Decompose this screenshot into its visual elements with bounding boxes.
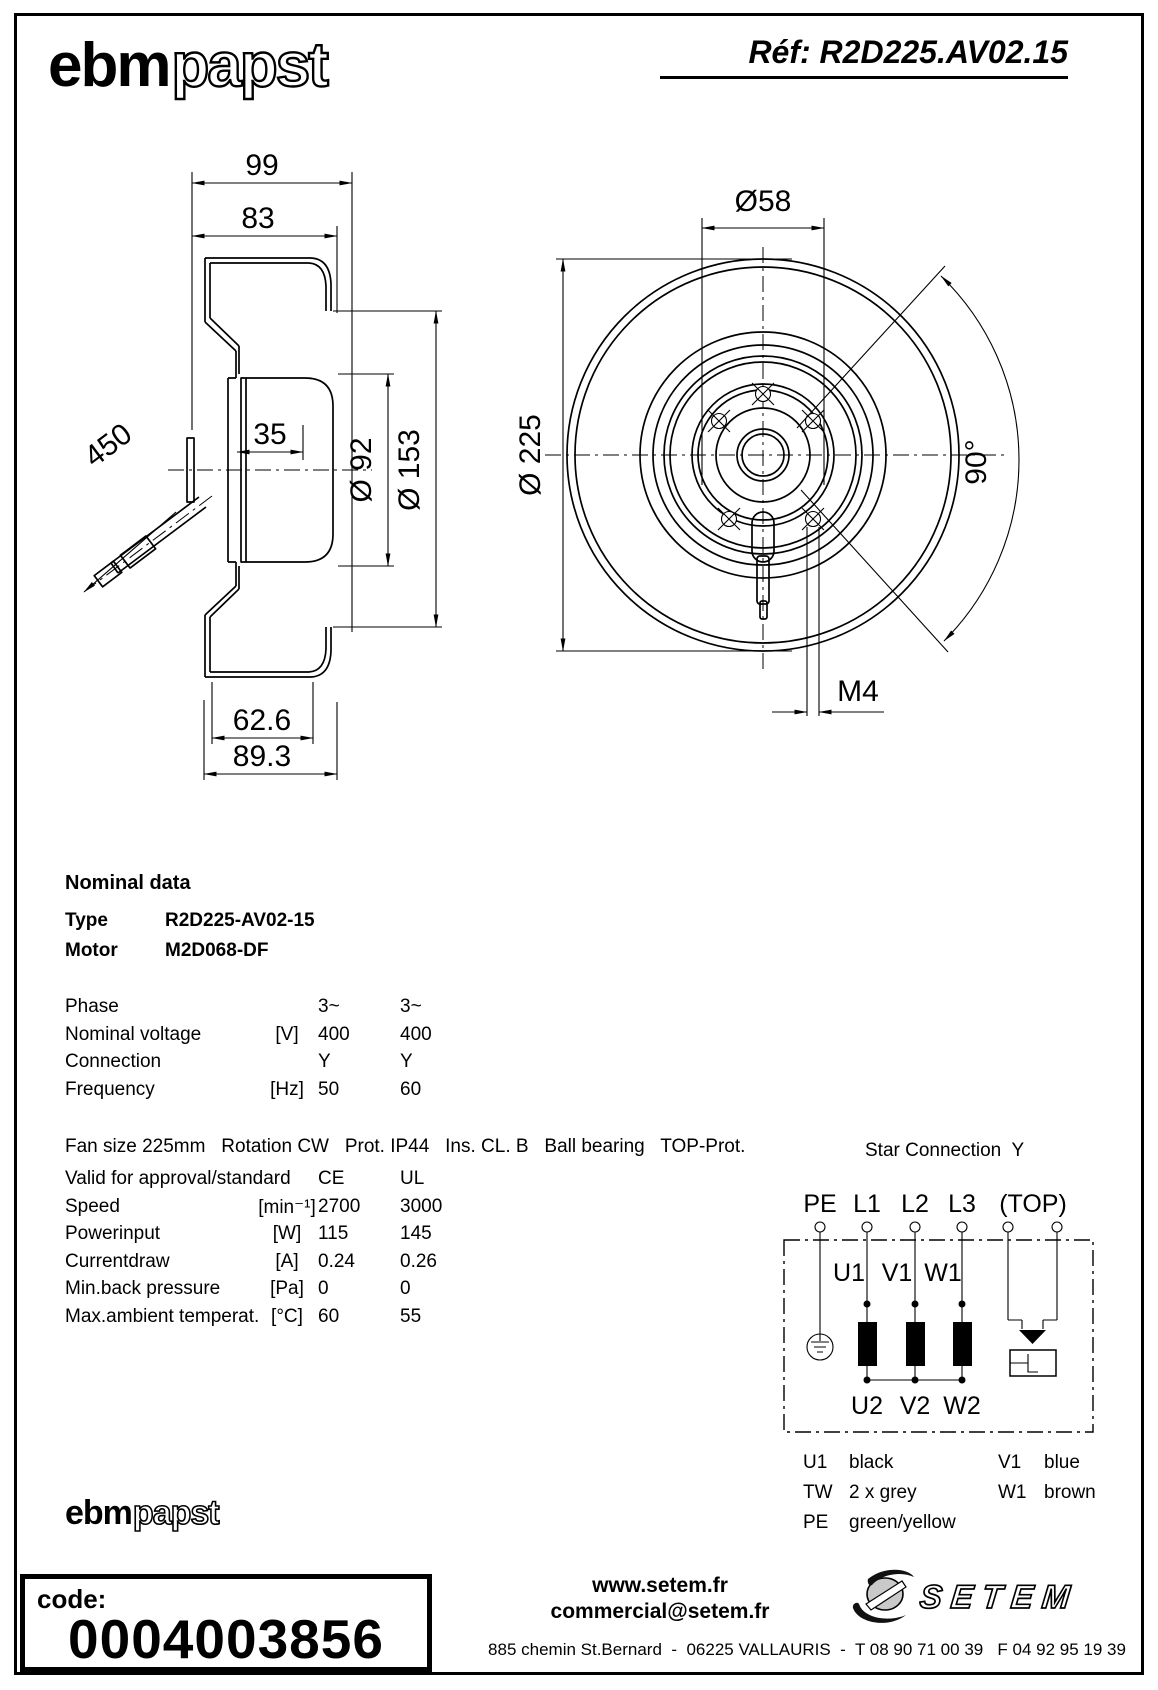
coil-label-w2: W2 [943,1392,981,1420]
type-label: Type [65,910,108,931]
terminal-l1: L1 [853,1190,881,1218]
ebmpapst-logo-small: ebmpapst [65,1493,220,1533]
email-link[interactable]: commercial@setem.fr [550,1600,770,1623]
coil-label-w1: W1 [924,1259,962,1287]
winding-v [906,1322,925,1366]
motor-value: M2D068-DF [165,940,269,961]
wiring-title: Star Connection Y [865,1140,1025,1161]
dim-153: Ø 153 [393,429,426,511]
coil-label-u2: U2 [851,1392,883,1420]
logo-ebm: ebm [48,31,171,100]
dim-225: Ø 225 [514,414,547,496]
coil-label-v1: V1 [882,1259,913,1287]
terminal-top: (TOP) [999,1190,1067,1218]
type-value: R2D225-AV02-15 [165,910,315,931]
motor-boundary-box [783,1239,1094,1433]
coil-label-v2: V2 [900,1392,931,1420]
logo-papst: papst [132,1493,220,1533]
dim-83: 83 [241,202,274,235]
dim-92: Ø 92 [345,437,378,502]
dim-62-6: 62.6 [233,704,291,737]
motor-label: Motor [65,940,118,961]
setem-brand-text: SETEM [917,1577,1081,1616]
dim-89-3: 89.3 [233,740,291,773]
coil-label-u1: U1 [833,1259,865,1287]
setem-swirl-icon [852,1569,914,1623]
dim-99: 99 [245,149,278,182]
dim-m4: M4 [837,675,879,708]
address-line: 885 chemin St.Bernard - 06225 VALLAURIS … [488,1640,1126,1659]
winding-u [858,1322,877,1366]
winding-w [953,1322,972,1366]
page-border [14,13,1144,1675]
logo-ebm: ebm [65,1494,133,1532]
terminal-l2: L2 [901,1190,929,1218]
side-view-drawing: 450 99 83 35 Ø 92 Ø 153 62.6 89.3 [78,149,442,780]
wiring-diagram: PE L1 L2 L3 (TOP) U1 V1 W1 U2 V2 W2 [783,1190,1094,1433]
thermal-protector [1007,1232,1058,1377]
setem-logo: SETEM [848,1566,1118,1630]
dim-58: Ø58 [735,185,792,218]
fan-summary-line: Fan size 225mm Rotation CW Prot. IP44 In… [65,1136,746,1157]
front-view-drawing: Ø58 Ø 225 90° M4 [514,185,1020,716]
code-box: code: 0004003856 [20,1574,432,1672]
nominal-data-title: Nominal data [65,872,191,894]
dim-35: 35 [253,418,286,451]
type-row: Type R2D225-AV02-15 [65,910,315,932]
dim-450-cable: 450 [78,417,138,473]
ebmpapst-logo: ebmpapst [48,30,330,101]
website-link[interactable]: www.setem.fr [592,1574,728,1597]
mounting-screws [707,382,825,531]
code-value: 0004003856 [68,1608,384,1670]
terminal-pe: PE [803,1190,836,1218]
logo-papst: papst [170,30,330,101]
reference-number: Réf: R2D225.AV02.15 [660,34,1068,79]
earth-symbol [806,1333,834,1361]
code-label: code: [37,1584,107,1614]
terminal-l3: L3 [948,1190,976,1218]
motor-row: Motor M2D068-DF [65,940,268,962]
dim-90deg: 90° [960,439,993,484]
